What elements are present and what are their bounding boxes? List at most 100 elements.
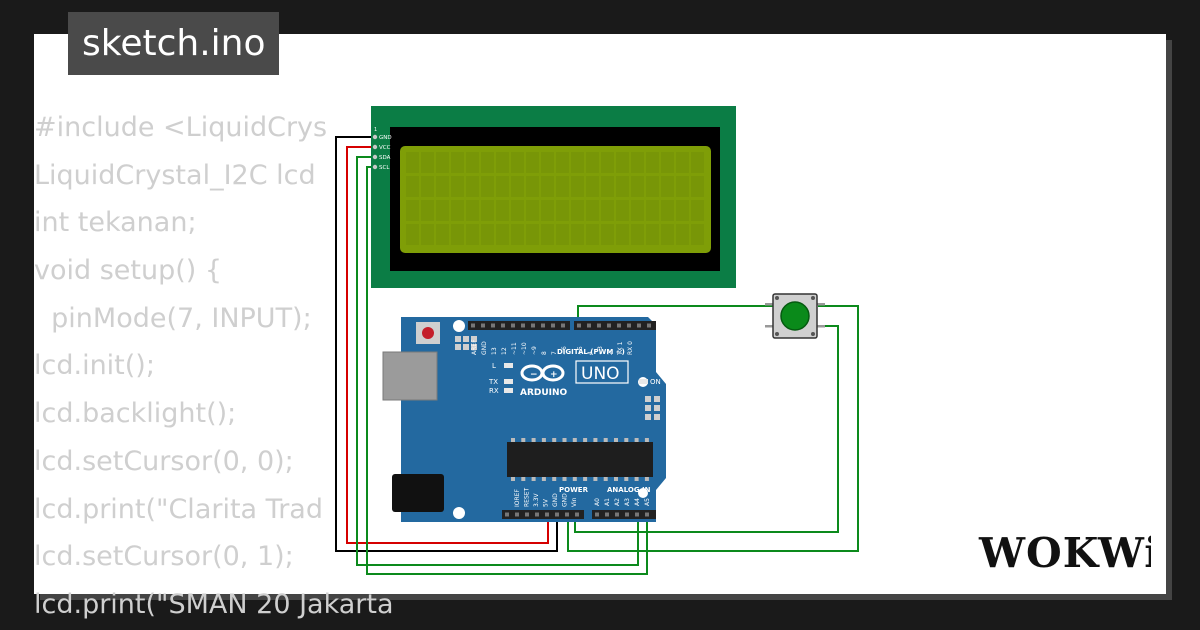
header-pin[interactable] — [647, 323, 651, 328]
lcd-cell — [556, 176, 569, 197]
lcd-cell — [466, 152, 479, 173]
lcd-cell — [466, 224, 479, 245]
led-on — [639, 379, 648, 384]
button-cap[interactable] — [780, 301, 810, 331]
chip-pin — [593, 438, 598, 442]
lcd-cell — [571, 152, 584, 173]
pin-label: RX 0 — [627, 341, 634, 355]
lcd-cell — [556, 152, 569, 173]
header-pin[interactable] — [491, 323, 495, 328]
wire-gnd[interactable] — [335, 136, 558, 552]
header-pin[interactable] — [501, 323, 505, 328]
header-pin[interactable] — [587, 323, 591, 328]
header-pin[interactable] — [531, 323, 535, 328]
lcd-cell — [406, 176, 419, 197]
header-pin[interactable] — [595, 512, 599, 517]
lcd-cell — [451, 176, 464, 197]
lcd-cell — [481, 176, 494, 197]
uno-box — [575, 360, 629, 384]
lcd-pin[interactable] — [372, 144, 378, 150]
lcd-cell — [556, 224, 569, 245]
pin-label: 3.3V — [533, 492, 540, 507]
lcd-cell — [451, 152, 464, 173]
header-pin[interactable] — [575, 512, 579, 517]
header-pin[interactable] — [515, 512, 519, 517]
wire-button-gnd[interactable] — [567, 305, 859, 552]
header-pin[interactable] — [561, 323, 565, 328]
header-pin[interactable] — [627, 323, 631, 328]
wire-vcc[interactable] — [346, 146, 549, 544]
lcd-cell — [676, 176, 689, 197]
header-pin[interactable] — [481, 323, 485, 328]
lcd-cell — [661, 200, 674, 221]
pin-label: 7 — [551, 351, 558, 355]
lcd-pin[interactable] — [372, 154, 378, 160]
lcd-cell — [601, 224, 614, 245]
chip-pin — [531, 438, 536, 442]
lcd-cell — [676, 200, 689, 221]
lcd-cell — [526, 152, 539, 173]
wire-button-5v[interactable] — [574, 325, 839, 533]
lcd-pin[interactable] — [372, 164, 378, 170]
header-pin[interactable] — [637, 323, 641, 328]
header-pin[interactable] — [525, 512, 529, 517]
file-tab[interactable]: sketch.ino — [68, 12, 280, 75]
lcd-cell — [526, 200, 539, 221]
header-pin[interactable] — [597, 323, 601, 328]
lcd-cell — [466, 200, 479, 221]
lcd-cell — [571, 224, 584, 245]
push-button[interactable] — [765, 293, 825, 339]
lcd-cell — [556, 200, 569, 221]
header-pin[interactable] — [545, 512, 549, 517]
header-pin[interactable] — [551, 323, 555, 328]
pin-label: ~9 — [531, 346, 538, 355]
header-pin[interactable] — [541, 323, 545, 328]
header-pin[interactable] — [635, 512, 639, 517]
icsp-pin — [654, 405, 660, 411]
header-pin[interactable] — [625, 512, 629, 517]
header-pin[interactable] — [615, 512, 619, 517]
pin-label: ~10 — [521, 342, 528, 355]
code-line: lcd.print("SMAN 20 Jakarta — [34, 588, 394, 620]
wire-scl[interactable] — [366, 166, 648, 575]
power-header — [502, 510, 584, 519]
lcd-cell — [691, 152, 704, 173]
header-pin[interactable] — [505, 512, 509, 517]
reset-button[interactable] — [422, 327, 434, 339]
pin-label: A5 — [644, 498, 651, 506]
header-pin[interactable] — [617, 323, 621, 328]
chip-pin — [624, 477, 629, 481]
lcd-cell — [421, 224, 434, 245]
lcd-cell — [691, 200, 704, 221]
chip-pin — [634, 438, 639, 442]
lcd-cell — [526, 176, 539, 197]
lcd-cell — [511, 224, 524, 245]
lcd-cell — [676, 224, 689, 245]
pin-label: GND — [552, 493, 559, 507]
header-pin[interactable] — [645, 512, 649, 517]
header-pin[interactable] — [577, 323, 581, 328]
lcd-cell — [631, 176, 644, 197]
header-pin[interactable] — [605, 512, 609, 517]
lcd-pin[interactable] — [372, 134, 378, 140]
on-label: ON — [650, 378, 661, 386]
header-pin[interactable] — [535, 512, 539, 517]
pin-label: A3 — [624, 498, 631, 506]
lcd-cell — [601, 152, 614, 173]
lcd-pin-index: 1 — [374, 127, 377, 133]
lcd-cell — [496, 200, 509, 221]
icsp-pin — [463, 344, 469, 350]
header-pin[interactable] — [511, 323, 515, 328]
lcd-pin-label: SDA — [379, 155, 391, 161]
header-pin[interactable] — [521, 323, 525, 328]
header-pin[interactable] — [555, 512, 559, 517]
pin-label: A2 — [614, 498, 621, 506]
pin-label: 12 — [501, 347, 508, 355]
header-pin[interactable] — [607, 323, 611, 328]
header-pin[interactable] — [471, 323, 475, 328]
header-pin[interactable] — [565, 512, 569, 517]
